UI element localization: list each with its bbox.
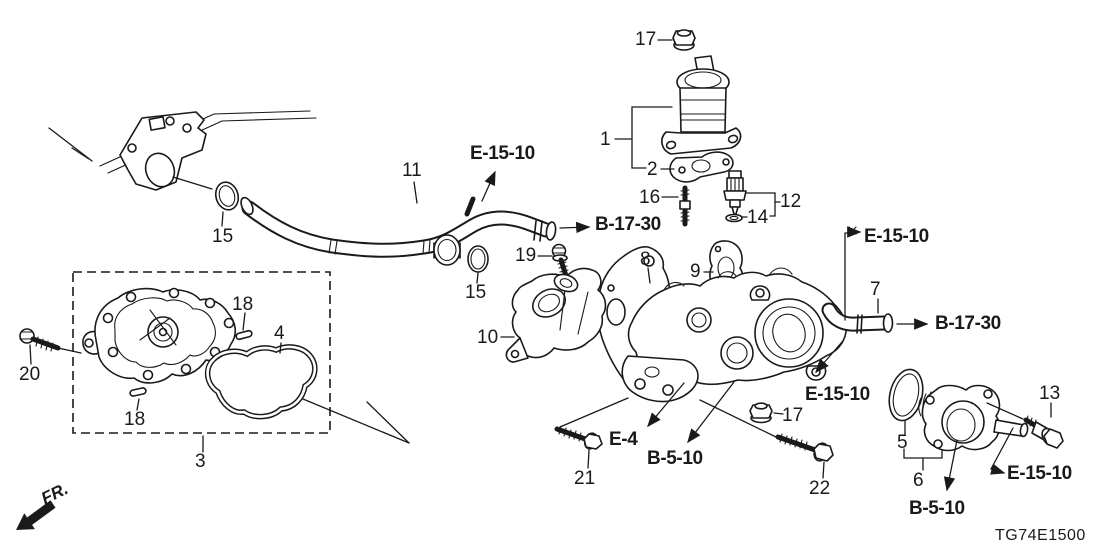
ref-label-b-5-10-mid: B-5-10 [647,448,703,469]
water-passage-assembly-drawing [621,267,848,403]
part-callout-15-mid: 15 [465,282,487,303]
ref-label-b-17-30-pipe: B-17-30 [595,214,661,235]
part-callout-6: 6 [913,470,924,491]
stud-16-drawing [679,185,691,227]
bolt-20-drawing [19,328,82,354]
part-callout-10: 10 [477,327,499,348]
pin-18-top-drawing [235,329,253,341]
part-callout-3: 3 [195,451,206,472]
water-pipe-drawing [240,196,557,266]
bolt-22-drawing [775,433,834,462]
diagram-code: TG74E1500 [995,527,1086,544]
part-callout-17-top: 17 [635,29,657,50]
oring-15-mid-drawing [467,245,489,273]
part-callout-8: 8 [640,249,651,270]
engine-corner-sketch [48,110,317,191]
part-callout-2: 2 [647,159,658,180]
leader-lines [29,39,1052,479]
dashed-box [72,271,410,444]
fr-arrow [16,500,56,530]
oring-15-left-drawing [214,181,240,211]
part-callout-14: 14 [747,207,769,228]
ref-label-e-15-10-bottom: E-15-10 [1007,463,1072,484]
sensor-drawing [723,170,747,215]
part-callout-4: 4 [274,323,285,344]
part-callout-22: 22 [809,478,831,499]
part-callout-15-left: 15 [212,226,234,247]
part-callout-11: 11 [402,160,422,181]
nut-17-bottom-drawing [749,402,773,424]
part-callout-19: 19 [515,245,537,266]
ref-label-e-15-10-pipe: E-15-10 [470,143,535,164]
egr-valve-drawing [661,55,742,155]
part-callout-5: 5 [897,432,908,453]
thermostat-cover-drawing [918,384,1029,452]
nut-17-top-drawing [672,29,696,51]
ref-label-e-15-10-upper: E-15-10 [864,226,929,247]
part-callout-18-bottom: 18 [124,409,146,430]
ref-label-e-4: E-4 [609,429,638,450]
part-callout-13: 13 [1039,383,1061,404]
part-callout-17-bottom: 17 [782,405,804,426]
pump-oring-drawing [204,344,318,420]
bolt-21-drawing [554,425,603,450]
part-callout-20: 20 [19,364,41,385]
pin-18-bottom-drawing [129,387,147,397]
part-callout-1: 1 [600,129,611,150]
bolt-19-drawing [551,243,569,279]
water-hose-drawing [821,302,894,334]
part-callout-7: 7 [870,279,881,300]
part-callout-12: 12 [780,191,802,212]
ref-label-b-5-10-bottom: B-5-10 [909,498,965,519]
ref-label-b-17-30-hose: B-17-30 [935,313,1001,334]
water-passage-cover-drawing [505,267,607,363]
part-callout-21: 21 [574,468,596,489]
part-callout-18-top: 18 [232,294,254,315]
water-pump-drawing [82,287,237,384]
part-callout-9: 9 [690,261,701,282]
ref-label-e-15-10-mid: E-15-10 [805,384,870,405]
washer-14-drawing [725,213,743,223]
egr-gasket-drawing [669,151,734,183]
bolt-13-drawing [1023,415,1064,449]
part-callout-16: 16 [639,187,661,208]
ref-arrows [481,170,1014,492]
thermostat-oring-drawing [888,368,924,422]
